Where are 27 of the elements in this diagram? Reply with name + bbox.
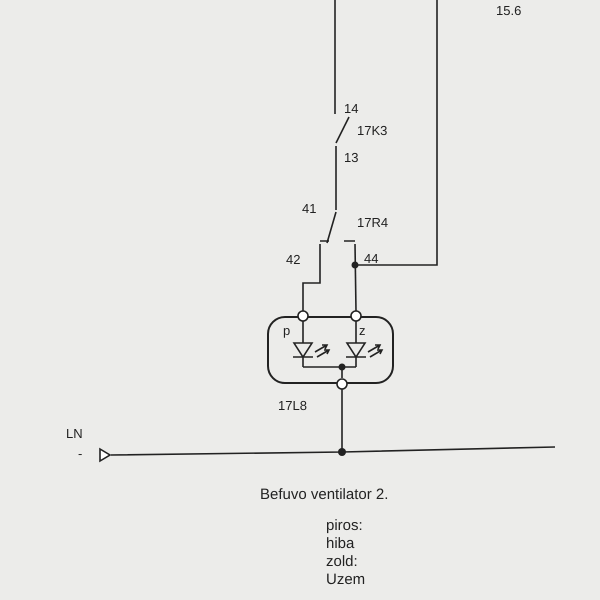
terminal-number: 41 (302, 201, 316, 216)
terminal-label: z (359, 323, 366, 338)
switch-contact (318, 210, 357, 244)
wire (352, 0, 438, 268)
wire (334, 0, 336, 114)
component-label: 17R4 (357, 215, 388, 230)
wire (110, 388, 556, 456)
wire (335, 146, 337, 210)
switch-contact (333, 114, 351, 146)
legend-text: zold: (326, 554, 358, 569)
terminal-symbol (99, 448, 111, 462)
terminal-number: 14 (344, 101, 358, 116)
legend-text: piros: (326, 518, 363, 533)
wire (354, 244, 357, 312)
caption: Befuvo ventilator 2. (260, 487, 388, 502)
terminal-number: 42 (286, 252, 300, 267)
reference-number: 15.6 (496, 3, 522, 18)
terminal-number: 13 (344, 150, 358, 165)
terminal-number: 44 (364, 251, 378, 266)
rail-label: LN (66, 426, 83, 441)
wire (302, 244, 321, 311)
legend-text: Uzem (326, 572, 366, 587)
component-label: 17L8 (278, 398, 307, 413)
polarity-sign: - (78, 446, 82, 461)
component-label: 17K3 (357, 123, 388, 138)
terminal-label: p (283, 323, 290, 338)
legend-text: hiba (326, 536, 354, 551)
